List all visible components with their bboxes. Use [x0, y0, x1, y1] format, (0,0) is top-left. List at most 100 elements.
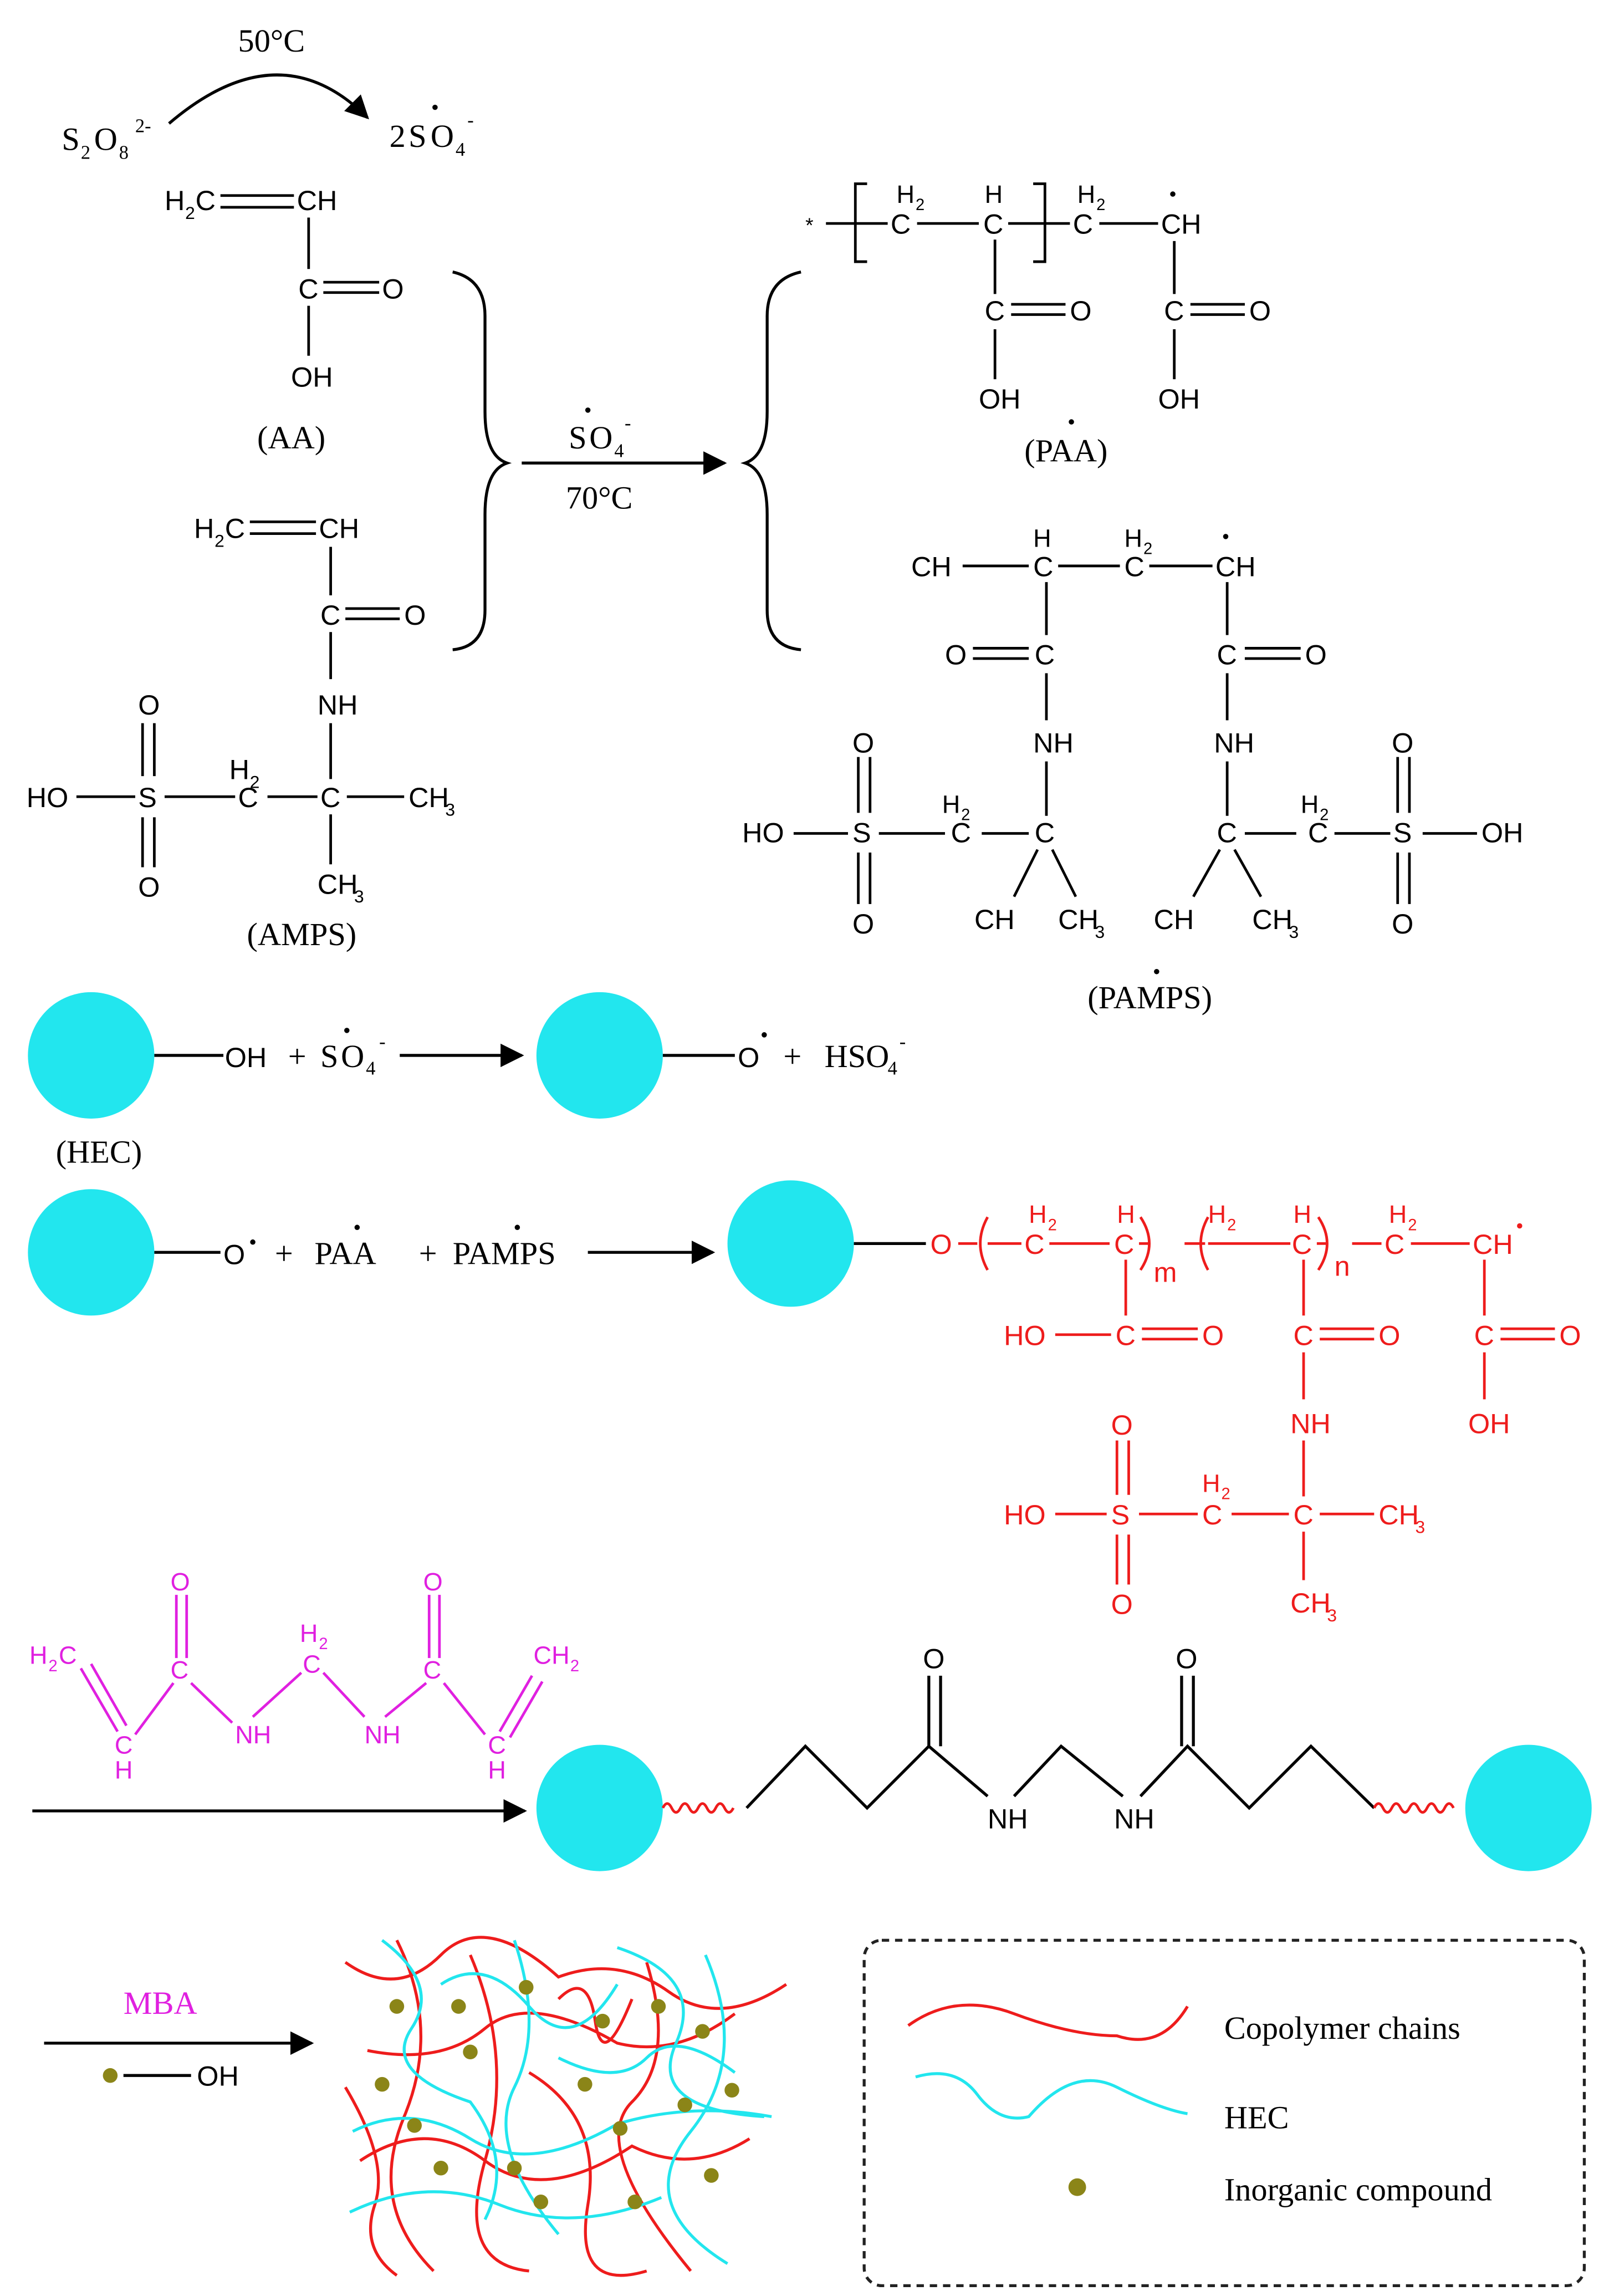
- atom-c: C: [1164, 295, 1184, 326]
- atom-c: C: [1293, 1499, 1313, 1530]
- bond: [384, 1682, 427, 1718]
- atom-o: O: [1111, 1589, 1133, 1620]
- atom-c: C: [320, 599, 340, 631]
- legend-box: [862, 1938, 1586, 2288]
- inorganic-particle: [507, 2160, 522, 2176]
- bond: [252, 1671, 303, 1718]
- paa-radical-structure: * H 2 C H C C O OH H 2 C CH C O OH: [805, 180, 1271, 415]
- atom-s: S: [852, 817, 871, 848]
- persulfate-sub2: 2: [81, 142, 90, 163]
- arrow-radical-o: O: [589, 420, 612, 456]
- bond: [1013, 849, 1039, 897]
- hydroxyl-group: OH: [197, 2060, 239, 2092]
- inorganic-particle: [533, 2194, 549, 2210]
- atom-o: O: [930, 1228, 952, 1260]
- inorganic-particle: [389, 1999, 405, 2014]
- atom-ch: CH: [1215, 551, 1256, 583]
- inorganic-particle: [724, 2083, 739, 2098]
- subscript: 2: [1048, 1216, 1057, 1234]
- subscript: 2: [319, 1635, 328, 1653]
- copolymer-chain: [389, 1940, 435, 2272]
- paa-radical: PAA: [314, 1235, 376, 1271]
- bisulfate-charge: -: [900, 1032, 906, 1053]
- atom-c: C: [1308, 817, 1328, 848]
- atom-c: C: [1073, 208, 1093, 240]
- product-brace: [740, 271, 801, 651]
- subscript: 3: [1327, 1605, 1337, 1625]
- pamps-label: (PAMPS): [1087, 979, 1212, 1016]
- atom-o: O: [171, 1568, 190, 1596]
- atom-c: C: [1385, 1228, 1404, 1260]
- copolymer-chain: [344, 1936, 788, 2010]
- atom-h: H: [300, 1619, 318, 1647]
- radical-dot: [585, 407, 591, 413]
- arrow-radical-s: S: [569, 420, 586, 456]
- inorganic-particle: [612, 2121, 628, 2136]
- atom-c: C: [303, 1650, 321, 1678]
- plus-sign: +: [419, 1235, 437, 1271]
- aa-label: (AA): [257, 420, 325, 456]
- atom-o: O: [923, 1643, 944, 1675]
- arrow-radical-charge: -: [625, 412, 631, 433]
- atom-c: C: [196, 185, 216, 216]
- inorganic-particle: [578, 2076, 592, 2092]
- bond: [190, 1682, 233, 1724]
- atom-h: H: [1208, 1200, 1227, 1228]
- inorganic-particle: [407, 2118, 422, 2133]
- atom-o: O: [1176, 1643, 1197, 1675]
- atom-c: C: [1114, 1228, 1134, 1260]
- persulfate-charge: 2-: [135, 116, 151, 137]
- atom-h: H: [1125, 524, 1143, 552]
- atom-o: O: [852, 908, 874, 940]
- atom-ho: HO: [27, 782, 69, 813]
- copolymer-link: [661, 1802, 735, 1814]
- atom-oh: OH: [979, 383, 1021, 415]
- subscript: 2: [1408, 1216, 1417, 1234]
- subscript: 2: [1143, 540, 1152, 558]
- hec-chain: [667, 1954, 728, 2265]
- radical-dot: [1069, 419, 1074, 425]
- inorganic-particle: [677, 2097, 692, 2113]
- oxygen-radical: O: [738, 1042, 759, 1073]
- hec-particle-radical: [28, 1189, 155, 1316]
- radical-dot: [514, 1224, 520, 1230]
- initiation-temperature: 50°C: [238, 23, 305, 59]
- atom-ch3: CH: [1378, 1499, 1419, 1530]
- monomer-brace: [452, 271, 512, 651]
- acrylic-acid-structure: H 2 C CH C O OH: [165, 185, 404, 392]
- atom-h: H: [1029, 1200, 1047, 1228]
- bond: [1051, 849, 1077, 897]
- atom-c: C: [298, 273, 318, 304]
- hec-particle-activated: [536, 992, 663, 1119]
- subscript: 2: [1096, 196, 1105, 214]
- atom-o: O: [1305, 639, 1327, 671]
- atom-h: H: [115, 1756, 133, 1784]
- subscript: 2: [1227, 1216, 1236, 1234]
- inorganic-particle: [519, 1979, 534, 1995]
- atom-oh: OH: [291, 361, 333, 392]
- atom-s: S: [138, 782, 157, 813]
- subscript: 2: [49, 1657, 58, 1675]
- radical-dot: [354, 1224, 360, 1230]
- subscript: 3: [354, 886, 364, 906]
- atom-o: O: [1249, 295, 1271, 326]
- plus-sign: +: [783, 1038, 801, 1074]
- bond: [79, 1667, 119, 1732]
- subscript: 2: [1222, 1486, 1230, 1503]
- atom-ch: CH: [319, 513, 359, 544]
- radical-dot: [344, 1028, 350, 1033]
- initiation-arrow: [168, 73, 369, 125]
- atom-nh: NH: [318, 689, 358, 721]
- bond: [134, 1682, 175, 1736]
- atom-ch3: CH: [1058, 904, 1099, 935]
- atom-o: O: [1392, 727, 1413, 759]
- atom-ch3: CH: [1290, 1587, 1331, 1619]
- plus-sign: +: [288, 1038, 306, 1074]
- legend: Copolymer chains HEC Inorganic compound: [862, 1938, 1586, 2288]
- atom-ho: HO: [1004, 1319, 1046, 1351]
- pamps-radical: PAMPS: [453, 1235, 556, 1271]
- subscript: 3: [1289, 922, 1299, 942]
- atom-ho: HO: [742, 817, 784, 848]
- arrow-radical-sub: 4: [614, 441, 624, 462]
